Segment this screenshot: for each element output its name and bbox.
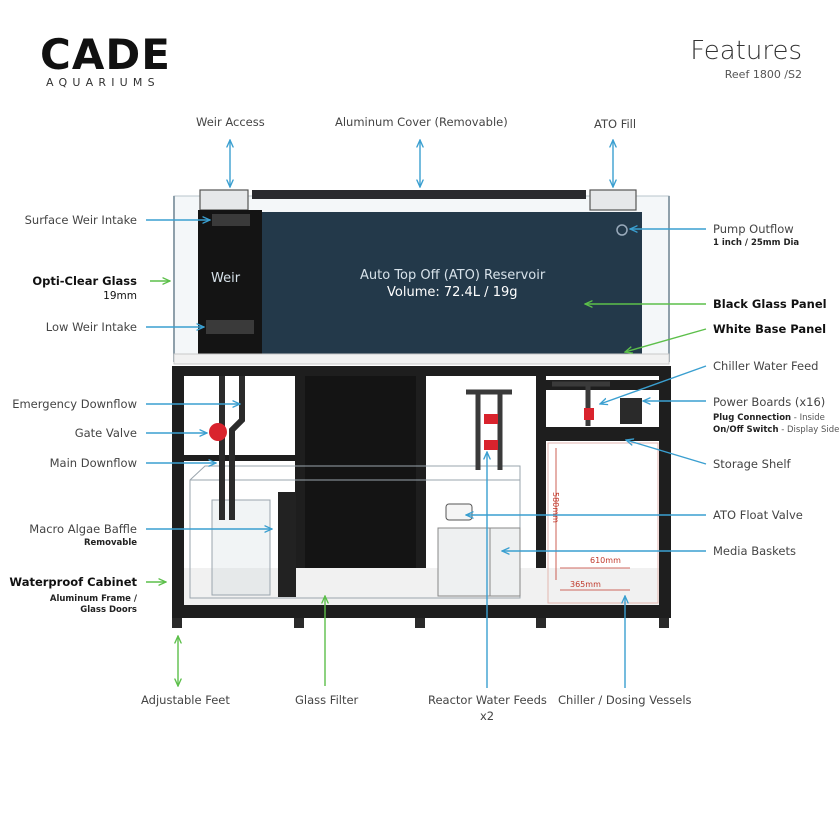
aluminum-cover bbox=[252, 190, 586, 199]
label-waterproof-cabinet: Waterproof Cabinet bbox=[9, 575, 137, 589]
label-storage-shelf: Storage Shelf bbox=[713, 457, 791, 471]
label-adjustable-feet: Adjustable Feet bbox=[141, 693, 230, 707]
label-emergency-downflow: Emergency Downflow bbox=[12, 397, 137, 411]
label-chiller-water-feed: Chiller Water Feed bbox=[713, 359, 819, 373]
label-black-glass-panel: Black Glass Panel bbox=[713, 297, 827, 311]
label-white-base-panel: White Base Panel bbox=[713, 322, 827, 336]
plug-connection-text: Plug Connection bbox=[713, 413, 792, 423]
brand-logo-sub: AQUARIUMS bbox=[46, 76, 160, 89]
reservoir-title: Auto Top Off (ATO) Reservoir bbox=[360, 268, 546, 283]
brand-logo: CADE bbox=[40, 30, 171, 79]
white-base-panel bbox=[173, 353, 670, 365]
ato-float-valve-body bbox=[445, 503, 473, 521]
low-weir-slots bbox=[206, 320, 254, 334]
reactor-valve-1 bbox=[484, 414, 498, 424]
cabinet-floor bbox=[184, 568, 659, 605]
label-surface-weir-intake: Surface Weir Intake bbox=[24, 213, 137, 227]
model-name: Reef 1800 /S2 bbox=[724, 68, 802, 81]
pump-outflow-nozzle bbox=[616, 224, 628, 236]
label-reactor-water-feeds: Reactor Water Feeds bbox=[428, 693, 547, 707]
label-pump-outflow: Pump Outflow bbox=[713, 222, 794, 236]
reactor-valve-2 bbox=[484, 440, 498, 450]
label-glass-filter: Glass Filter bbox=[295, 693, 359, 707]
chiller-valve bbox=[584, 408, 594, 420]
black-back-panel bbox=[305, 376, 416, 605]
weir-access-cap bbox=[199, 189, 249, 211]
dim-height: 580mm bbox=[551, 492, 560, 523]
media-basket-2 bbox=[489, 527, 521, 597]
label-power-boards: Power Boards (x16) bbox=[713, 395, 826, 409]
label-reactor-water-feeds-sub: x2 bbox=[480, 709, 495, 723]
label-ato-float-valve: ATO Float Valve bbox=[713, 508, 803, 522]
ato-fill-cap bbox=[589, 189, 637, 211]
label-waterproof-cabinet-sub2: Glass Doors bbox=[80, 605, 137, 615]
downflow-pipes bbox=[219, 376, 245, 520]
white-base-panel-arrow bbox=[625, 328, 707, 352]
label-gate-valve: Gate Valve bbox=[74, 426, 137, 440]
onoff-switch-detail: - Display Side bbox=[778, 425, 840, 435]
reactor-pipes bbox=[466, 389, 512, 470]
onoff-switch-text: On/Off Switch bbox=[713, 425, 779, 435]
chiller-feed-pipes bbox=[552, 381, 610, 426]
dim-depth: 610mm bbox=[590, 556, 621, 565]
reservoir-volume: Volume: 72.4L / 19g bbox=[387, 285, 518, 300]
label-low-weir-intake: Low Weir Intake bbox=[45, 320, 137, 334]
dim-width: 365mm bbox=[570, 580, 601, 589]
surface-weir-slots bbox=[212, 214, 250, 226]
media-basket-1 bbox=[437, 527, 491, 597]
label-macro-algae-baffle-sub: Removable bbox=[83, 538, 137, 548]
plug-connection-detail: - Inside bbox=[791, 413, 825, 423]
label-main-downflow: Main Downflow bbox=[49, 456, 137, 470]
label-weir-access: Weir Access bbox=[196, 115, 265, 129]
label-waterproof-cabinet-sub1: Aluminum Frame / bbox=[49, 594, 137, 604]
label-onoff-switch: On/Off Switch - Display Side bbox=[713, 425, 839, 435]
gate-valve-handle bbox=[209, 423, 227, 441]
label-macro-algae-baffle: Macro Algae Baffle bbox=[29, 522, 137, 536]
label-opti-clear-glass: Opti-Clear Glass bbox=[32, 274, 137, 288]
storage-shelf-arrow bbox=[626, 440, 707, 465]
label-plug-connection: Plug Connection - Inside bbox=[713, 413, 825, 423]
page-title: Features bbox=[690, 36, 802, 66]
label-pump-outflow-sub: 1 inch / 25mm Dia bbox=[713, 238, 800, 248]
cabinet-frame bbox=[172, 366, 671, 618]
weir-label: Weir bbox=[211, 271, 241, 286]
label-aluminum-cover: Aluminum Cover (Removable) bbox=[335, 115, 508, 129]
adjustable-feet bbox=[172, 618, 669, 628]
label-ato-fill: ATO Fill bbox=[594, 117, 637, 131]
ato-reservoir bbox=[262, 212, 642, 354]
power-boards bbox=[620, 398, 642, 424]
chiller-bay bbox=[547, 442, 659, 604]
label-chiller-dosing-vessels: Chiller / Dosing Vessels bbox=[558, 693, 692, 707]
chiller-water-feed-arrow bbox=[600, 365, 707, 404]
label-media-baskets: Media Baskets bbox=[713, 544, 796, 558]
label-opti-clear-glass-sub: 19mm bbox=[103, 290, 137, 302]
